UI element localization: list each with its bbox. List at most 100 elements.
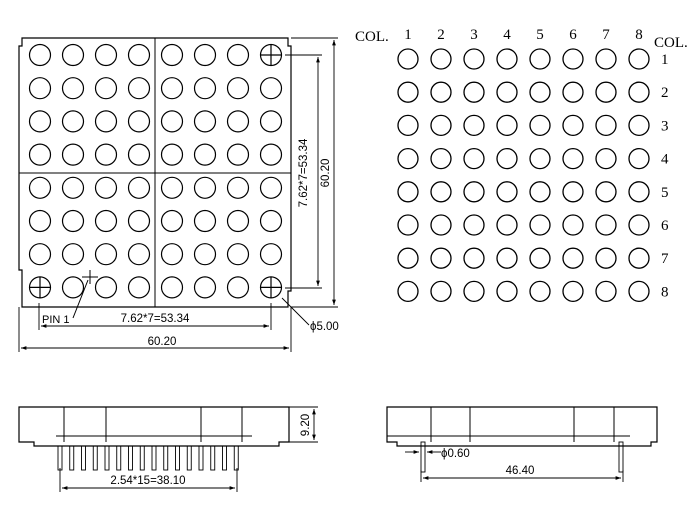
front-led [61,143,85,166]
front-led [193,143,217,166]
schematic-led [496,48,518,70]
schematic-led [397,147,419,170]
schematic-led [430,81,452,103]
front-led [226,110,250,133]
front-view [18,37,292,319]
front-led [193,276,217,299]
schematic-led [463,181,485,203]
schematic-led [529,147,551,170]
row-number: 8 [661,284,669,300]
front-led [226,209,250,233]
column-number: 2 [437,27,445,43]
schematic-led [496,247,518,269]
schematic-led [463,214,485,236]
front-led [94,209,118,233]
row-number: 2 [661,85,669,101]
schematic-led [496,181,518,203]
schematic-led [397,247,419,269]
bottom-pin [198,445,204,471]
front-led [127,176,151,199]
schematic-led [595,81,617,103]
bottom-pin [163,445,169,471]
front-led [127,43,151,67]
schematic-led [628,48,650,70]
schematic-led [628,147,650,170]
front-led [127,209,151,233]
schematic-led [562,81,584,103]
front-led [61,110,85,133]
bottom-pin [222,445,227,471]
front-led [61,176,85,199]
col-label-right: COL. [654,35,688,51]
schematic-led [529,181,551,203]
front-led [160,110,184,133]
schematic-led [628,114,650,137]
pin-pitch-label: 2.54*15=38.10 [110,475,185,487]
front-led [193,176,217,199]
front-led [94,77,118,100]
bottom-pin [210,445,216,471]
pin1-label: PIN 1 [42,314,70,326]
column-number: 5 [536,27,544,43]
front-led [259,176,283,199]
front-led [259,110,283,133]
schematic-led [628,81,650,103]
row-number: 6 [661,218,669,234]
front-led [61,243,85,266]
front-led [94,110,118,133]
side-view-pin-right [618,441,624,473]
schematic-led [463,280,485,303]
pitch-horizontal-label: 7.62*7=53.34 [121,313,190,325]
front-led [226,143,250,166]
front-led [61,209,85,233]
bottom-view-body [18,406,290,447]
front-led [193,43,217,67]
bottom-view-dimensions [59,406,318,492]
front-led [61,77,85,100]
schematic-led [397,48,419,70]
schematic-led [463,81,485,103]
schematic-led [496,114,518,137]
front-led [193,110,217,133]
front-led [226,243,250,266]
front-view-outline [18,37,292,308]
column-number: 6 [569,27,577,43]
diameter-label: ϕ5.00 [310,321,339,333]
schematic-led [463,114,485,137]
schematic-led [430,48,452,70]
schematic-led [529,81,551,103]
front-led [61,43,85,67]
row-number: 4 [661,152,669,168]
front-led [94,176,118,199]
front-led [94,43,118,67]
schematic-led [529,214,551,236]
schematic-led [496,280,518,303]
front-led [160,176,184,199]
front-led [259,77,283,100]
side-view-pin-left [420,441,426,473]
side-view-body [386,406,658,447]
front-led [28,143,52,166]
bottom-pin [233,445,239,471]
schematic-led [562,280,584,303]
front-led [193,243,217,266]
bottom-pin [57,445,63,471]
column-number: 1 [404,27,412,43]
bottom-pin [175,445,180,471]
schematic-led [430,280,452,303]
pin-diameter-label: ϕ0.60 [441,448,470,460]
schematic-led [562,214,584,236]
front-led [259,209,283,233]
front-led [28,209,52,233]
schematic-led [430,114,452,137]
front-led [127,276,151,299]
front-led [127,77,151,100]
schematic-led [628,280,650,303]
schematic-led [562,181,584,203]
front-led [226,77,250,100]
schematic-led [430,147,452,170]
bottom-pin [116,445,122,471]
bottom-pin [151,445,157,471]
front-led [61,276,85,299]
schematic-led [397,280,419,303]
